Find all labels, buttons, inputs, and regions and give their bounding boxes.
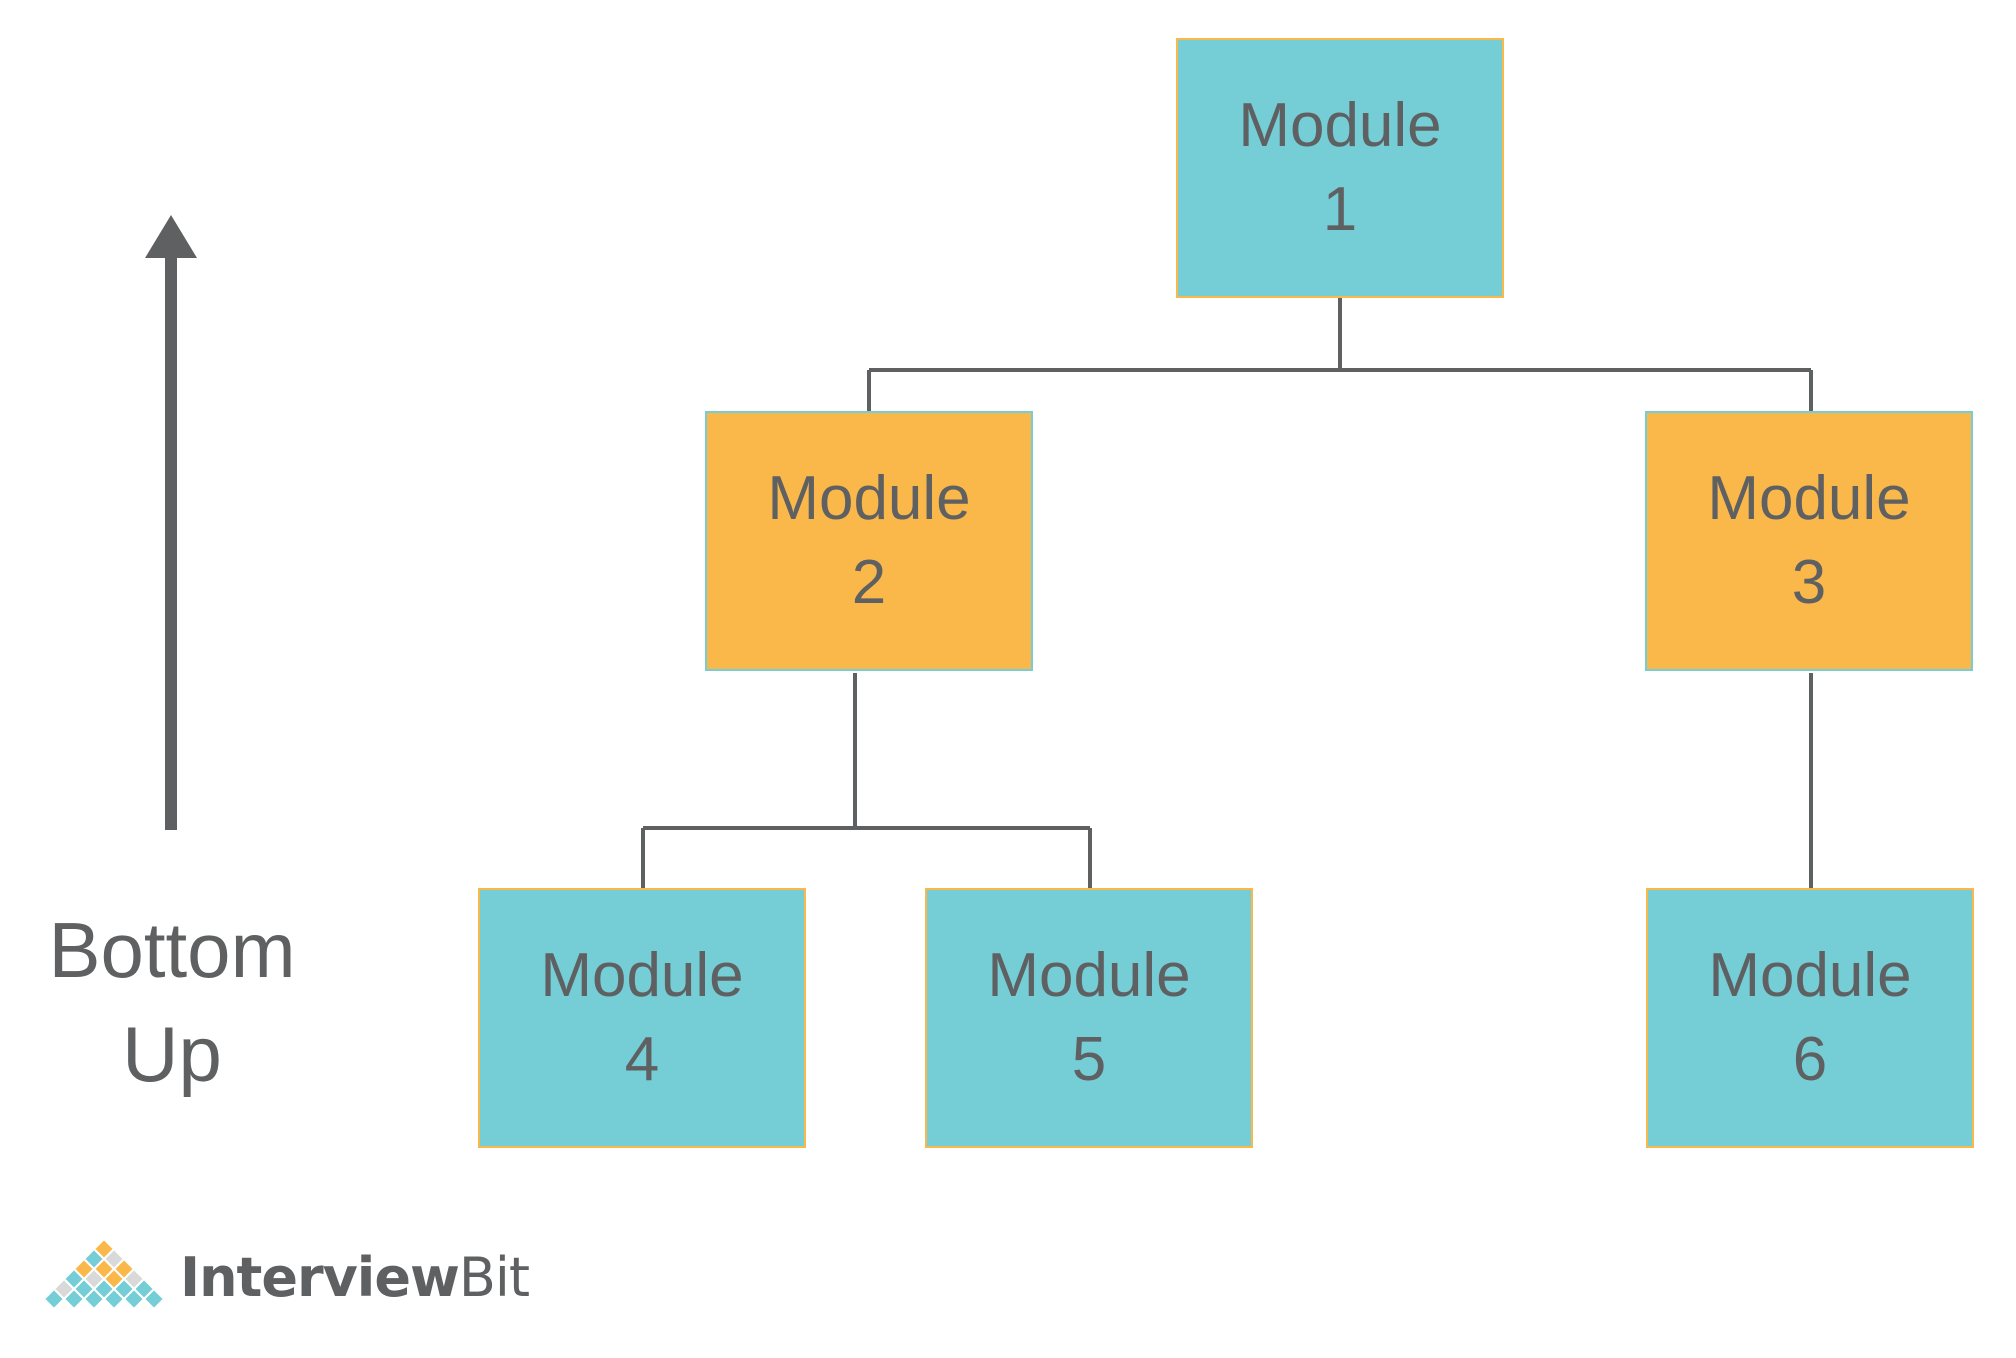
- module-5-word: Module: [987, 941, 1191, 1010]
- module-2-word: Module: [767, 464, 971, 533]
- brand-name-bold: Interview: [180, 1246, 460, 1309]
- bottom-up-line-2: Up: [122, 1010, 222, 1098]
- module-3-number: 3: [1791, 548, 1827, 617]
- brand-logo: InterviewBit: [38, 1237, 530, 1318]
- module-3-word: Module: [1707, 464, 1911, 533]
- bottom-up-line-1: Bottom: [48, 906, 296, 994]
- interviewbit-logo-icon: [42, 1237, 166, 1311]
- module-3-box: Module 3: [1645, 411, 1973, 671]
- direction-arrow: [145, 215, 197, 830]
- module-1-word: Module: [1238, 91, 1442, 160]
- module-1-box: Module 1: [1176, 38, 1504, 298]
- connector-2-to-4-5: [641, 673, 1092, 888]
- module-2-box: Module 2: [705, 411, 1033, 671]
- module-1-number: 1: [1322, 175, 1358, 244]
- module-4-number: 4: [624, 1025, 660, 1094]
- module-5-box: Module 5: [925, 888, 1253, 1148]
- module-6-word: Module: [1708, 941, 1912, 1010]
- brand-name-light: Bit: [458, 1246, 530, 1309]
- module-4-word: Module: [540, 941, 744, 1010]
- module-6-box: Module 6: [1646, 888, 1974, 1148]
- arrow-up-icon: [145, 215, 197, 258]
- connector-1-to-2-3: [867, 298, 1813, 411]
- module-6-number: 6: [1792, 1025, 1828, 1094]
- brand-name: InterviewBit: [180, 1238, 530, 1318]
- bottom-up-label: Bottom Up: [22, 898, 322, 1106]
- module-4-box: Module 4: [478, 888, 806, 1148]
- module-2-number: 2: [851, 548, 887, 617]
- module-5-number: 5: [1071, 1025, 1107, 1094]
